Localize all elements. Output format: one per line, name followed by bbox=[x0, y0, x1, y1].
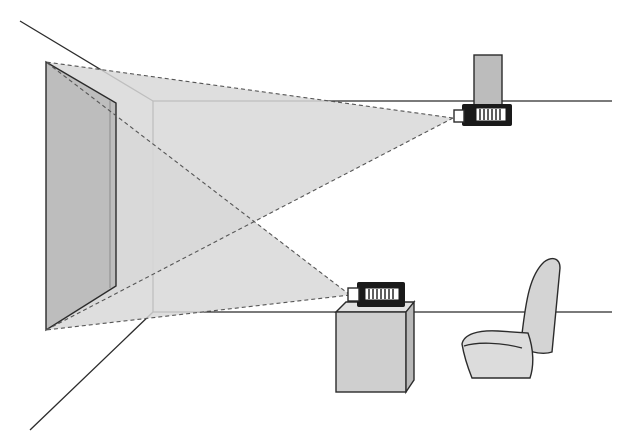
mount-bracket bbox=[473, 54, 503, 106]
chair-seat bbox=[461, 330, 534, 379]
chair-seat-fold bbox=[463, 342, 523, 349]
projection-beams bbox=[46, 62, 453, 330]
screen-surface bbox=[45, 60, 117, 332]
projection-screen bbox=[45, 60, 117, 332]
stand-box-side bbox=[405, 300, 415, 395]
table-projector-lens bbox=[347, 287, 360, 302]
ceiling-mount bbox=[473, 54, 503, 106]
ceiling-projector-lens bbox=[453, 109, 465, 123]
table-projector bbox=[347, 282, 405, 307]
table-beam-top-edge bbox=[45, 61, 351, 296]
stand-box bbox=[334, 300, 416, 395]
table-projector-vents bbox=[368, 289, 394, 299]
table-projector-panel bbox=[364, 287, 400, 301]
stand-box-front bbox=[335, 311, 407, 393]
chair bbox=[461, 257, 561, 379]
table-beam bbox=[46, 62, 350, 330]
chair-backrest bbox=[521, 257, 561, 355]
ceiling-projector-vents bbox=[479, 109, 501, 120]
table-beam-bottom-edge bbox=[45, 294, 351, 331]
ceiling-beam-top-edge bbox=[45, 61, 454, 119]
beam-edges bbox=[45, 61, 454, 331]
floor-diagonal-line bbox=[29, 311, 154, 431]
ceiling-projector bbox=[453, 104, 512, 126]
